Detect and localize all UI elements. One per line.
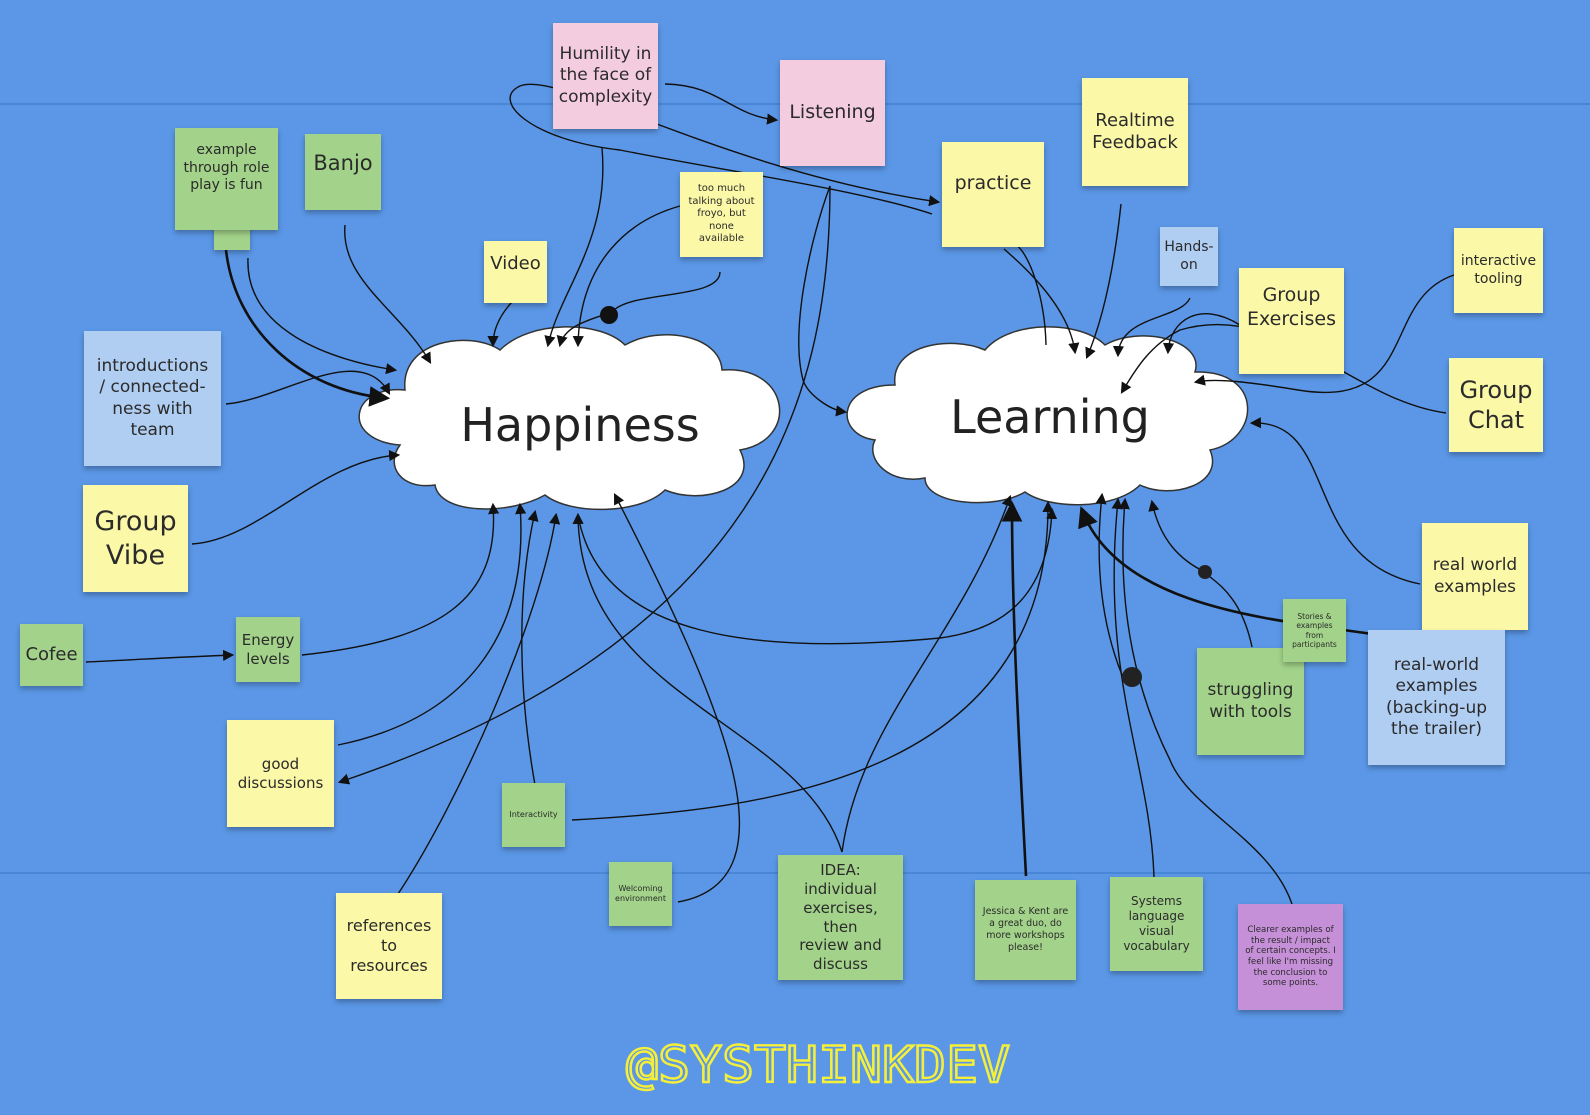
link-froyo2-happiness (556, 271, 721, 348)
link-systems2-learning (1095, 492, 1123, 676)
link-references-happiness (397, 512, 561, 895)
learning-label: Learning (950, 390, 1150, 444)
note-real-world-trailer[interactable]: real-world examples (backing-up the trai… (1368, 630, 1505, 765)
watermark-text: @SYSTHINKDEV (626, 1036, 1010, 1094)
note-froyo[interactable]: too much talking about froyo, but none a… (680, 172, 763, 257)
link-happiness-learning (577, 507, 1058, 645)
link-handson-learning (1112, 297, 1191, 358)
note-clearer-examples[interactable]: Clearer examples of the result / impact … (1238, 904, 1343, 1010)
note-systems-language[interactable]: Systems language visual vocabulary (1110, 877, 1203, 971)
link-groupex-learning (1162, 313, 1241, 355)
link-groupvibe-happiness (191, 449, 401, 545)
note-introductions[interactable]: introductions / connected- ness with tea… (84, 331, 221, 466)
link-humility-happiness (544, 147, 604, 348)
delay-dot-struggling (1198, 565, 1212, 579)
link-cofee-energy (85, 649, 235, 663)
note-interactivity[interactable]: Interactivity (502, 783, 565, 847)
link-roleplay-happiness (224, 249, 391, 407)
link-energy-happiness (301, 502, 500, 656)
link-humility-listening (664, 83, 779, 125)
note-hands-on[interactable]: Hands- on (1160, 227, 1218, 286)
link-roleplay2-happiness (247, 257, 398, 375)
link-froyo-happiness (572, 205, 681, 348)
link-jessica-learning (1001, 500, 1028, 877)
note-stories-examples[interactable]: Stories & examples from participants (1283, 599, 1346, 662)
note-welcoming[interactable]: Welcoming environment (609, 862, 672, 926)
note-jessica-kent[interactable]: Jessica & Kent are a great duo, do more … (975, 880, 1076, 980)
link-interactivity-learning (571, 500, 1054, 821)
link-listening-learning (798, 185, 848, 417)
note-practice[interactable]: practice (942, 142, 1044, 247)
link-feedback-learning (1085, 203, 1122, 360)
note-role-play[interactable]: example through role play is fun (175, 128, 278, 230)
note-realtime-feedback[interactable]: Realtime Feedback (1082, 78, 1188, 186)
note-cofee[interactable]: Cofee (20, 624, 83, 686)
link-gooddisc-happiness (337, 502, 527, 746)
note-good-discussions[interactable]: good discussions (227, 720, 334, 827)
note-struggling-tools[interactable]: struggling with tools (1197, 648, 1304, 755)
note-listening[interactable]: Listening (780, 60, 885, 166)
link-welcoming-happiness (613, 493, 741, 903)
happiness-cloud[interactable] (358, 326, 781, 511)
happiness-label: Happiness (460, 398, 700, 452)
link-practice-learning (1003, 248, 1080, 355)
link-tooling-learning (1193, 274, 1455, 393)
link-loop-practice (509, 83, 941, 215)
link-idea-happiness (572, 512, 843, 853)
note-humility[interactable]: Humility in the face of complexity (553, 23, 658, 129)
link-systems-learning (1111, 497, 1155, 878)
note-video[interactable]: Video (484, 241, 547, 303)
note-group-chat[interactable]: Group Chat (1449, 358, 1543, 452)
link-listening-gooddisc (337, 185, 831, 785)
note-real-world-examples[interactable]: real world examples (1422, 523, 1528, 630)
note-idea[interactable]: IDEA: individual exercises, then review … (778, 855, 903, 980)
note-group-exercises[interactable]: Group Exercises (1239, 268, 1344, 374)
link-groupchat-learning (1120, 323, 1447, 414)
link-video-happiness (487, 301, 513, 348)
link-banjo-happiness (344, 224, 432, 364)
note-banjo[interactable]: Banjo (305, 134, 381, 210)
note-interactive-tooling[interactable]: interactive tooling (1454, 228, 1543, 313)
link-interactivity-happiness (521, 509, 539, 786)
link-intro-happiness (225, 370, 391, 405)
link-realworld-learning (1249, 417, 1421, 585)
link-idea-learning (841, 494, 1013, 853)
note-group-vibe[interactable]: Group Vibe (83, 485, 188, 592)
delay-dot-systems (1122, 667, 1142, 687)
learning-cloud[interactable] (846, 326, 1249, 506)
note-energy-levels[interactable]: Energy levels (236, 617, 300, 682)
handwritten-watermark: @SYSTHINKDEV (625, 1035, 1011, 1095)
link-clearer-learning (1118, 497, 1293, 905)
note-references[interactable]: references to resources (336, 893, 442, 999)
delay-dot-froyo (600, 306, 618, 324)
